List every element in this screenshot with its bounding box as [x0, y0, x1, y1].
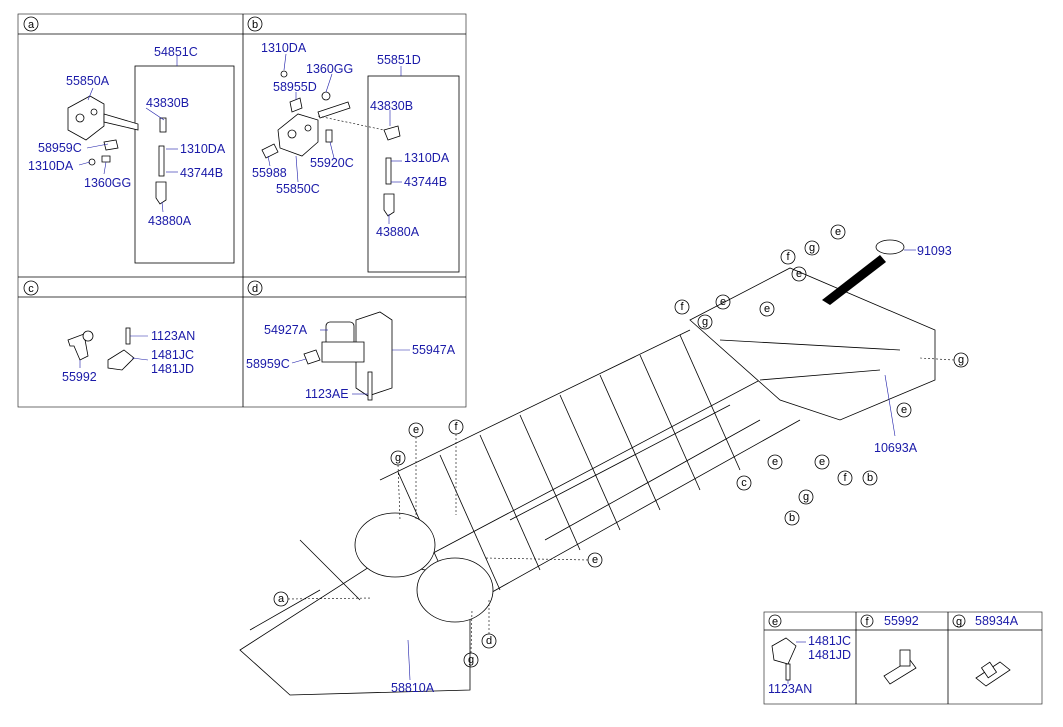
svg-text:91093: 91093: [917, 244, 952, 258]
svg-text:e: e: [413, 424, 419, 436]
callout: g: [697, 314, 713, 330]
callout: c: [736, 475, 752, 491]
svg-text:54927A: 54927A: [264, 323, 308, 337]
callout: e: [896, 402, 912, 418]
svg-text:e: e: [720, 296, 726, 308]
panel-letter: a: [28, 19, 35, 31]
svg-text:10693A: 10693A: [874, 441, 918, 455]
svg-text:f: f: [454, 421, 458, 433]
callout: e: [759, 301, 775, 317]
svg-text:58810A: 58810A: [391, 681, 435, 695]
svg-text:58955D: 58955D: [273, 80, 317, 94]
svg-text:e: e: [796, 268, 802, 280]
svg-text:43880A: 43880A: [148, 214, 192, 228]
callout: f: [780, 249, 796, 265]
svg-text:e: e: [772, 456, 778, 468]
callout: a: [273, 591, 289, 607]
callout: f: [448, 419, 464, 435]
svg-text:55947A: 55947A: [412, 343, 456, 357]
svg-text:1481JC: 1481JC: [808, 634, 851, 648]
main-labels: 91093 10693A 58810A: [391, 244, 952, 695]
svg-text:43744B: 43744B: [404, 175, 447, 189]
svg-text:55988: 55988: [252, 166, 287, 180]
svg-text:43830B: 43830B: [146, 96, 189, 110]
panel-letter: c: [28, 283, 34, 295]
svg-text:1481JD: 1481JD: [808, 648, 851, 662]
svg-text:f: f: [865, 616, 869, 628]
callout: f: [837, 470, 853, 486]
callout: g: [804, 240, 820, 256]
callout: b: [862, 470, 878, 486]
svg-text:1123AE: 1123AE: [305, 387, 349, 401]
svg-text:43830B: 43830B: [370, 99, 413, 113]
panel-letter: d: [252, 283, 258, 295]
callout: g: [390, 450, 406, 466]
svg-text:e: e: [772, 616, 778, 628]
callout: e: [587, 552, 603, 568]
callout: g: [953, 352, 969, 368]
callout: e: [791, 266, 807, 282]
callout: f: [674, 299, 690, 315]
panel-b: b 1310DA 1360GG 55851D 58955D 43830B 559…: [247, 16, 460, 273]
callout: g: [798, 489, 814, 505]
svg-text:c: c: [741, 477, 747, 489]
panel-d: d 54927A 55947A 58959C 1123AE: [246, 280, 456, 401]
panel-c: c 1123AN 1481JC 1481JD 55992: [23, 280, 195, 384]
svg-text:f: f: [786, 251, 790, 263]
svg-text:g: g: [803, 491, 809, 503]
svg-text:1481JC: 1481JC: [151, 348, 194, 362]
svg-text:54851C: 54851C: [154, 45, 198, 59]
svg-text:55992: 55992: [884, 614, 919, 628]
legend-table: e 1481JC 1481JD 1123AN f 55992 g 58934A: [763, 611, 1043, 705]
panel-a: a 54851C 55850A 43830B 58959C 1310DA 131…: [23, 16, 235, 264]
svg-text:55920C: 55920C: [310, 156, 354, 170]
svg-text:d: d: [486, 635, 492, 647]
svg-text:g: g: [958, 354, 964, 366]
svg-text:1481JD: 1481JD: [151, 362, 194, 376]
svg-text:a: a: [278, 593, 285, 605]
svg-text:55850A: 55850A: [66, 74, 110, 88]
svg-text:58959C: 58959C: [246, 357, 290, 371]
svg-text:55850C: 55850C: [276, 182, 320, 196]
callout: e: [715, 294, 731, 310]
svg-text:1310DA: 1310DA: [404, 151, 450, 165]
callout: b: [784, 510, 800, 526]
svg-text:e: e: [901, 404, 907, 416]
callout: d: [481, 633, 497, 649]
svg-text:b: b: [867, 472, 873, 484]
svg-text:1310DA: 1310DA: [180, 142, 226, 156]
svg-text:e: e: [835, 226, 841, 238]
callout: e: [767, 454, 783, 470]
svg-text:e: e: [764, 303, 770, 315]
svg-text:e: e: [819, 456, 825, 468]
svg-text:g: g: [809, 242, 815, 254]
callouts: e g f e g e e f g e e f e e g g c e b f …: [273, 224, 969, 668]
svg-text:f: f: [843, 472, 847, 484]
callout: e: [408, 422, 424, 438]
svg-text:58934A: 58934A: [975, 614, 1019, 628]
svg-text:58959C: 58959C: [38, 141, 82, 155]
svg-text:43744B: 43744B: [180, 166, 223, 180]
callout: e: [830, 224, 846, 240]
panel-letter: b: [252, 19, 258, 31]
svg-text:1310DA: 1310DA: [28, 159, 74, 173]
svg-text:g: g: [702, 316, 708, 328]
svg-text:1123AN: 1123AN: [768, 682, 812, 696]
svg-text:g: g: [468, 654, 474, 666]
svg-text:55992: 55992: [62, 370, 97, 384]
svg-text:55851D: 55851D: [377, 53, 421, 67]
chassis-drawing: [239, 239, 936, 696]
svg-text:1310DA: 1310DA: [261, 41, 307, 55]
svg-text:f: f: [680, 301, 684, 313]
svg-text:1123AN: 1123AN: [151, 329, 195, 343]
callout: e: [814, 454, 830, 470]
svg-text:43880A: 43880A: [376, 225, 420, 239]
svg-text:b: b: [789, 512, 795, 524]
svg-text:g: g: [956, 616, 962, 628]
svg-text:1360GG: 1360GG: [306, 62, 353, 76]
svg-text:e: e: [592, 554, 598, 566]
svg-text:1360GG: 1360GG: [84, 176, 131, 190]
svg-text:g: g: [395, 452, 401, 464]
